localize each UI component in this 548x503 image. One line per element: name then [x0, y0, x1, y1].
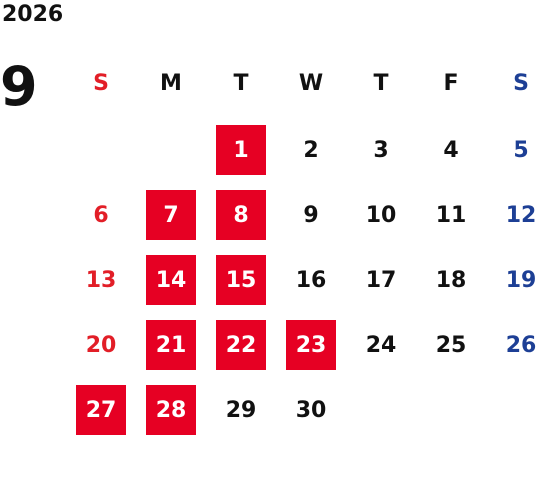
weekday-header-thursday: T [373, 70, 389, 96]
week-row: 13 14 15 16 17 18 19 [68, 255, 548, 305]
week-row: 27 28 29 30 [68, 385, 548, 435]
week-row: 20 21 22 23 24 25 26 [68, 320, 548, 370]
weekday-header-tuesday: T [233, 70, 249, 96]
day-cell: 12 [505, 202, 537, 228]
day-cell-holiday: 22 [216, 320, 266, 370]
weekday-header-friday: F [443, 70, 459, 96]
day-cell: 9 [303, 202, 319, 228]
day-cell-holiday: 23 [286, 320, 336, 370]
day-cell: 24 [365, 332, 397, 358]
month-number: 9 [0, 55, 38, 118]
day-cell-holiday: 27 [76, 385, 126, 435]
day-cell-holiday: 7 [146, 190, 196, 240]
day-cell: 4 [443, 137, 459, 163]
day-cell-holiday: 21 [146, 320, 196, 370]
day-cell: 17 [365, 267, 397, 293]
day-cell: 2 [303, 137, 319, 163]
day-cell: 19 [505, 267, 537, 293]
year-label: 2026 [2, 2, 64, 27]
day-cell: 13 [85, 267, 117, 293]
day-cell-holiday: 1 [216, 125, 266, 175]
day-cell-holiday: 8 [216, 190, 266, 240]
weekday-header-sunday: S [93, 70, 109, 96]
day-cell: 18 [435, 267, 467, 293]
day-cell: 11 [435, 202, 467, 228]
day-cell: 29 [225, 397, 257, 423]
weekday-header-saturday: S [513, 70, 529, 96]
day-cell: 5 [513, 137, 529, 163]
day-cell: 16 [295, 267, 327, 293]
day-cell-holiday: 14 [146, 255, 196, 305]
day-cell: 20 [85, 332, 117, 358]
weekday-header-wednesday: W [298, 70, 324, 96]
day-cell: 26 [505, 332, 537, 358]
day-cell: 6 [93, 202, 109, 228]
day-cell: 25 [435, 332, 467, 358]
day-cell: 30 [295, 397, 327, 423]
day-cell-holiday: 28 [146, 385, 196, 435]
weekday-header-monday: M [160, 70, 182, 96]
day-cell: 3 [373, 137, 389, 163]
week-row: 1 2 3 4 5 [68, 125, 548, 175]
day-cell: 10 [365, 202, 397, 228]
day-cell-holiday: 15 [216, 255, 266, 305]
